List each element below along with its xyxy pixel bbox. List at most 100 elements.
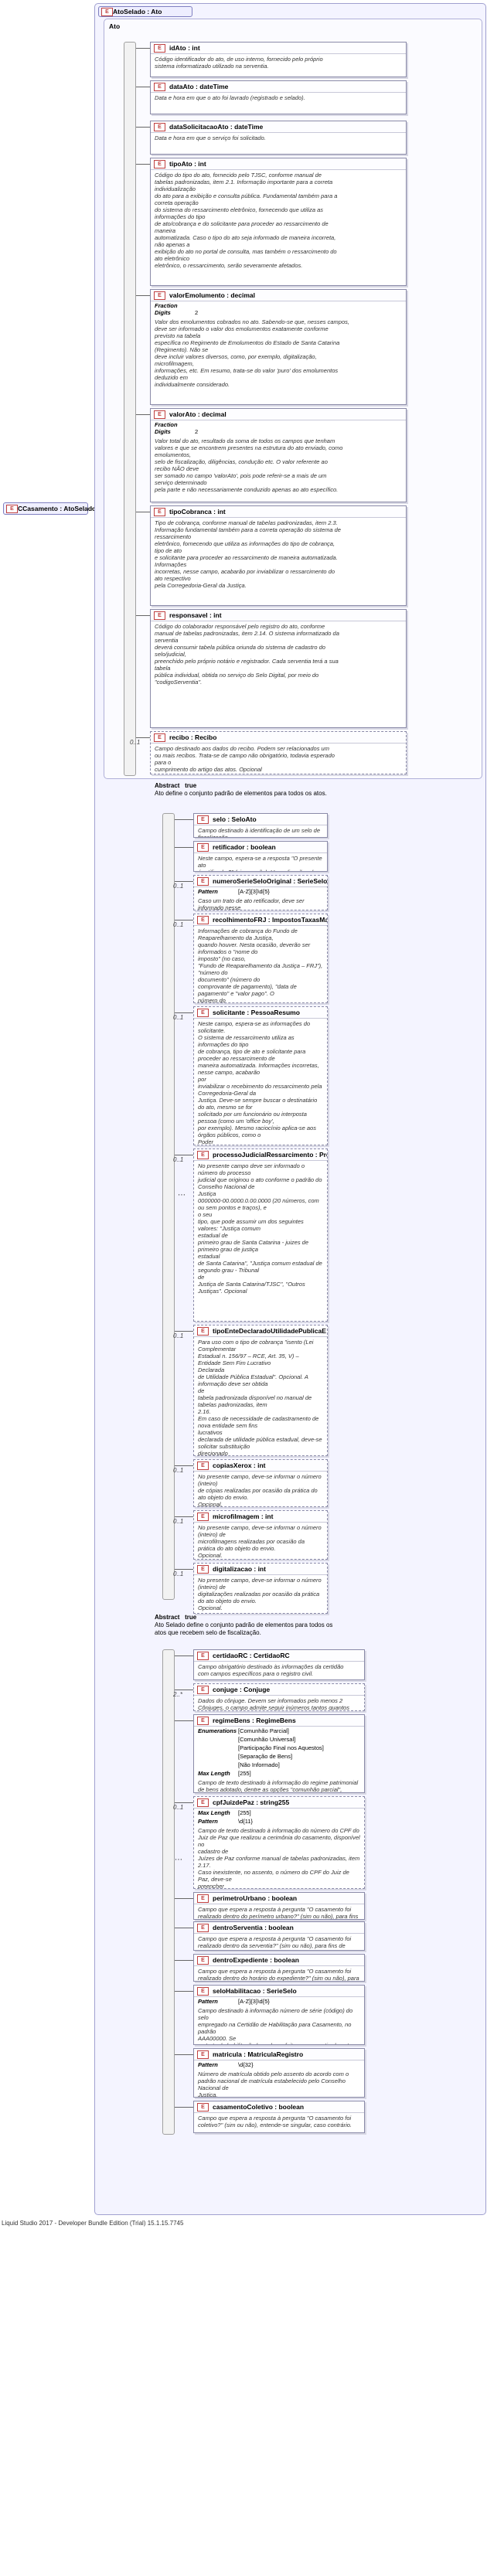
- element-documentation: Campo de texto destinado à informação do…: [198, 1827, 360, 1889]
- element-name: valorAto : decimal: [169, 410, 226, 418]
- abstract-text: Ato define o conjunto padrão de elemento…: [155, 790, 327, 797]
- cardinality-label: 0..1: [173, 1014, 184, 1021]
- root-element-ccasamento[interactable]: E CCasamento : AtoSelado: [3, 502, 96, 515]
- facet-value: [Não Informado]: [238, 1761, 280, 1768]
- facet-row: Enumerations[Comunhão Parcial]: [194, 1727, 364, 1735]
- element-documentation: Campo destinado à identificação de um se…: [198, 827, 321, 838]
- element-name: copiasXerox : int: [213, 1462, 266, 1469]
- atoselado-header[interactable]: E AtoSelado : Ato: [98, 6, 192, 17]
- connector-line: [175, 1569, 193, 1570]
- facet-row: [Comunhão Universal]: [194, 1735, 364, 1744]
- ccasamento-sequence-bar[interactable]: [162, 1649, 175, 2135]
- connector-line: [175, 1960, 193, 1961]
- element-name: dataSolicitacaoAto : dateTime: [169, 123, 264, 131]
- connector-line: [175, 2054, 193, 2055]
- facet-key: Pattern: [198, 2061, 218, 2068]
- element-documentation: Código do colaborador responsável pelo r…: [155, 623, 339, 686]
- facet-row: Pattern[A-Z]{3}\d{5}: [194, 887, 327, 896]
- element-icon: E: [154, 160, 165, 168]
- element-icon: E: [154, 410, 165, 419]
- element-documentation: No presente campo, deve-se informar o nú…: [198, 1524, 322, 1559]
- element-name: conjuge : Conjuge: [213, 1686, 271, 1693]
- element-name: recibo : Recibo: [169, 733, 217, 741]
- connector-line: [175, 1516, 193, 1517]
- connector-line: [136, 615, 150, 616]
- element-name: solicitante : PessoaResumo: [213, 1009, 300, 1016]
- element-name: selo : SeloAto: [213, 815, 257, 823]
- facet-value: [255]: [238, 1809, 251, 1816]
- element-name: numeroSerieSeloOriginal : SerieSelo: [213, 877, 328, 885]
- connector-line: [136, 127, 150, 128]
- type-icon: E: [101, 8, 113, 16]
- element-documentation: Campo que espera a resposta à pergunta "…: [198, 1935, 352, 1950]
- facet-key: Pattern: [198, 1818, 218, 1825]
- element-documentation: No presente campo, deve-se informar o nú…: [198, 1577, 322, 1611]
- ato-sequence-bar[interactable]: [124, 42, 136, 776]
- element-icon: E: [197, 877, 209, 886]
- facet-value: [255]: [238, 1770, 251, 1777]
- element-documentation: Campo destinado aos dados do recibo. Pod…: [155, 745, 335, 773]
- facet-row: Max Length[255]: [194, 1769, 364, 1778]
- abstract-text: Ato Selado define o conjunto padrão de e…: [155, 1621, 333, 1636]
- element-name: perimetroUrbano : boolean: [213, 1894, 298, 1902]
- element-documentation: Número de matrícula obtido pelo assento …: [198, 2071, 349, 2098]
- element-icon: E: [197, 815, 209, 824]
- atoselado-sequence-bar[interactable]: [162, 813, 175, 1600]
- ato-type-title: Ato: [109, 22, 121, 30]
- element-icon: E: [197, 1924, 209, 1932]
- facet-value: [Separação de Bens]: [238, 1753, 293, 1760]
- element-icon: E: [197, 1686, 209, 1694]
- facet-key: Fraction Digits: [155, 302, 178, 316]
- element-icon: E: [154, 83, 165, 91]
- connector-line: [136, 737, 150, 738]
- element-documentation: Valor dos emolumentos cobrados no ato. S…: [155, 318, 349, 388]
- facet-value: 2: [195, 428, 199, 435]
- cardinality-label: 0..1: [130, 739, 141, 746]
- connector-line: [175, 1012, 193, 1013]
- element-name: certidaoRC : CertidaoRC: [213, 1652, 290, 1659]
- cardinality-label: 0..1: [173, 1467, 184, 1474]
- element-documentation: Valor total do ato, resultado da soma de…: [155, 437, 343, 493]
- cardinality-label: 0..1: [173, 1156, 184, 1163]
